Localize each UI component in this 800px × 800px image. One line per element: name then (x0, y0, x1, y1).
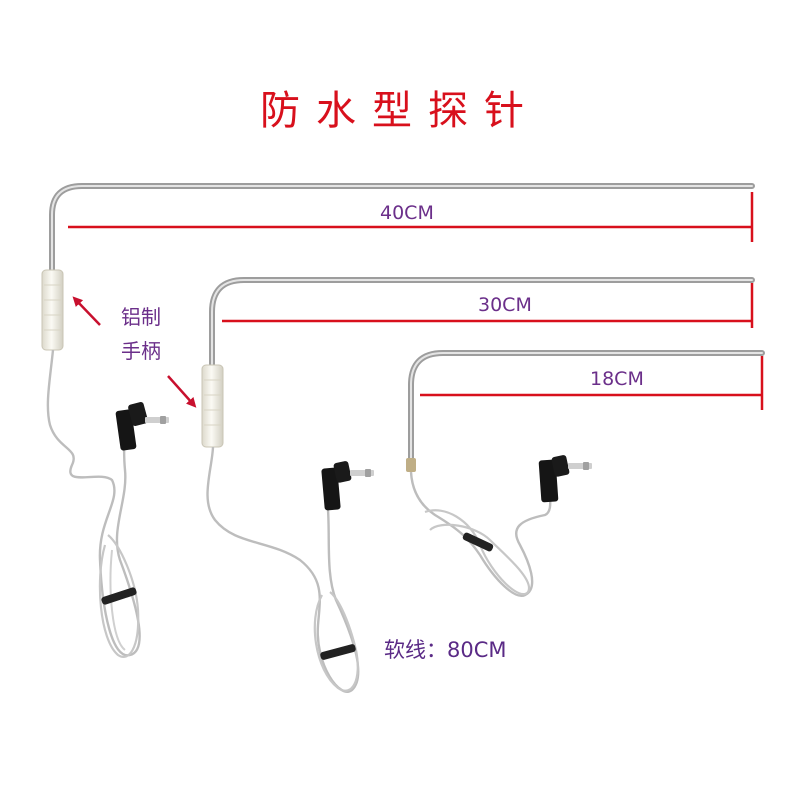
audio-plug (115, 401, 169, 451)
aluminum-handle (201, 364, 224, 448)
dimension-40cm (68, 192, 754, 242)
probe-40cm (41, 183, 755, 658)
length-label-40cm: 40CM (380, 202, 434, 224)
probe-30cm (201, 277, 755, 693)
length-label-30cm: 30CM (478, 294, 532, 316)
page-title: 防水型探针 (260, 88, 540, 134)
dimension-18cm (420, 356, 764, 410)
arrow-to-handle-1 (72, 296, 101, 326)
probe-18cm (406, 350, 765, 597)
aluminum-handle (41, 269, 64, 351)
audio-plug (538, 455, 592, 503)
arrow-to-handle-2 (167, 375, 197, 408)
length-label-18cm: 18CM (590, 368, 644, 390)
probe-rod (49, 183, 755, 278)
audio-plug (321, 461, 374, 511)
handle-label-line1: 铝制 (121, 305, 161, 329)
probe-cable (46, 349, 141, 657)
probe-rod (408, 350, 765, 468)
cable-length-label: 软线：80CM (384, 638, 507, 662)
handle-label: 铝制 手柄 (106, 300, 176, 368)
dimension-30cm (222, 283, 754, 328)
handle-label-line2: 手柄 (121, 339, 161, 363)
